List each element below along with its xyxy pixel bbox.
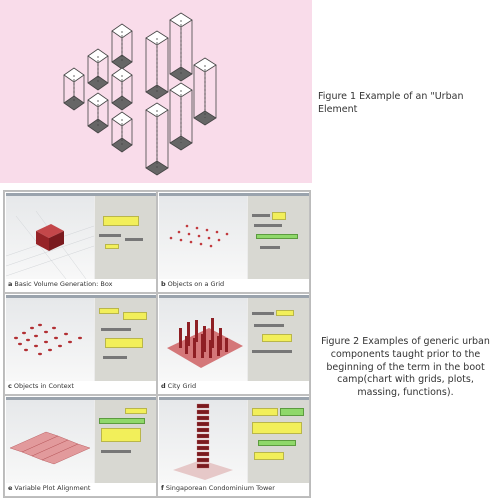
panel-a-screenshot (6, 193, 156, 279)
panel-d-screenshot (159, 295, 309, 381)
box-2 (87, 48, 109, 91)
box-3 (87, 92, 109, 134)
box-11 (193, 57, 217, 126)
figure-1-caption: Figure 1 Example of an "Urban Element (318, 91, 464, 115)
box-7 (145, 30, 169, 100)
panel-b-screenshot (159, 193, 309, 279)
box-4 (111, 23, 133, 70)
box-6 (111, 111, 133, 153)
figure-2-caption: Figure 2 Examples of generic urban compo… (321, 336, 490, 399)
panel-c-screenshot (6, 295, 156, 381)
box-1 (63, 67, 85, 111)
figure-1-image (0, 0, 312, 183)
panel-e-screenshot (6, 397, 156, 483)
urban-element-diagram (63, 12, 217, 176)
box-8 (145, 102, 169, 176)
box-9 (169, 12, 193, 82)
box-5 (111, 67, 133, 111)
panel-f-screenshot (159, 397, 309, 483)
box-10 (169, 82, 193, 151)
